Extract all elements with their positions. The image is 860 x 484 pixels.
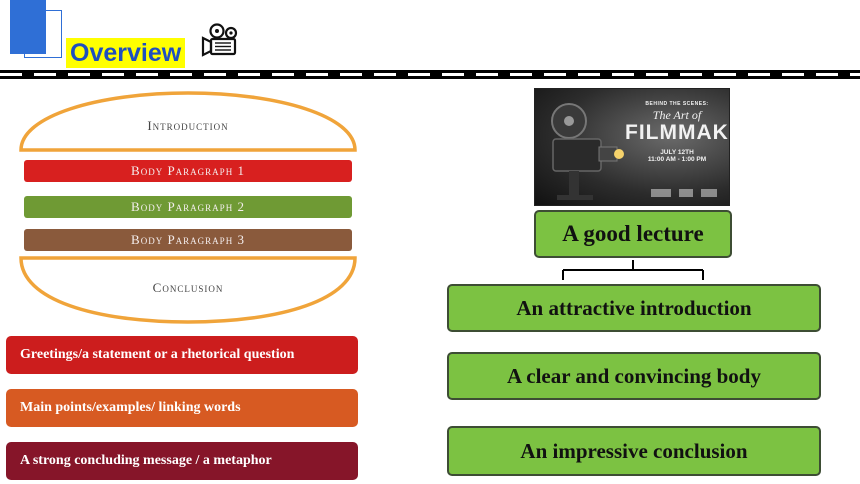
hierarchy-bracket — [562, 260, 704, 280]
poster-kicker: BEHIND THE SCENES: — [645, 101, 709, 107]
body-paragraph-3: Body Paragraph 3 — [24, 229, 352, 251]
poster-headline: FILMMAKING — [625, 121, 729, 144]
top-bun: Introduction — [18, 90, 358, 152]
introduction-label: Introduction — [147, 118, 229, 133]
projector-icon — [551, 103, 624, 200]
corner-outline — [24, 10, 62, 58]
poster-art-of: The Art of — [652, 108, 702, 122]
conclusion-description: A strong concluding message / a metaphor — [6, 442, 358, 480]
good-lecture-box: A good lecture — [534, 210, 732, 258]
body-paragraph-2-label: Body Paragraph 2 — [131, 199, 245, 214]
body-paragraph-1-label: Body Paragraph 1 — [131, 163, 245, 178]
poster-time: 11:00 AM - 1:00 PM — [647, 156, 707, 163]
impressive-conclusion-box: An impressive conclusion — [447, 426, 821, 476]
movie-camera-icon — [201, 23, 238, 57]
page-title: Overview — [66, 38, 186, 68]
clear-convincing-body-box: A clear and convincing body — [447, 352, 821, 400]
attractive-introduction-box: An attractive introduction — [447, 284, 821, 332]
body-paragraph-3-label: Body Paragraph 3 — [131, 232, 245, 247]
corner-decoration — [10, 0, 62, 58]
poster-date: JULY 12TH — [660, 149, 694, 156]
introduction-description: Greetings/a statement or a rhetorical qu… — [6, 336, 358, 374]
body-description: Main points/examples/ linking words — [6, 389, 358, 427]
poster-sponsor-logos — [651, 189, 717, 197]
filmmaking-poster: BEHIND THE SCENES: The Art of FILMMAKING… — [534, 88, 730, 206]
body-paragraph-2: Body Paragraph 2 — [24, 196, 352, 218]
film-strip-divider — [0, 70, 860, 79]
bottom-bun: Conclusion — [18, 256, 358, 324]
film-strip-holes — [0, 73, 860, 76]
body-paragraph-1: Body Paragraph 1 — [24, 160, 352, 182]
poster-date-time: JULY 12TH 11:00 AM - 1:00 PM — [625, 149, 729, 163]
corner-block — [10, 0, 46, 54]
conclusion-label: Conclusion — [152, 280, 224, 295]
essay-structure-diagram: Introduction Body Paragraph 1 Body Parag… — [18, 90, 358, 326]
